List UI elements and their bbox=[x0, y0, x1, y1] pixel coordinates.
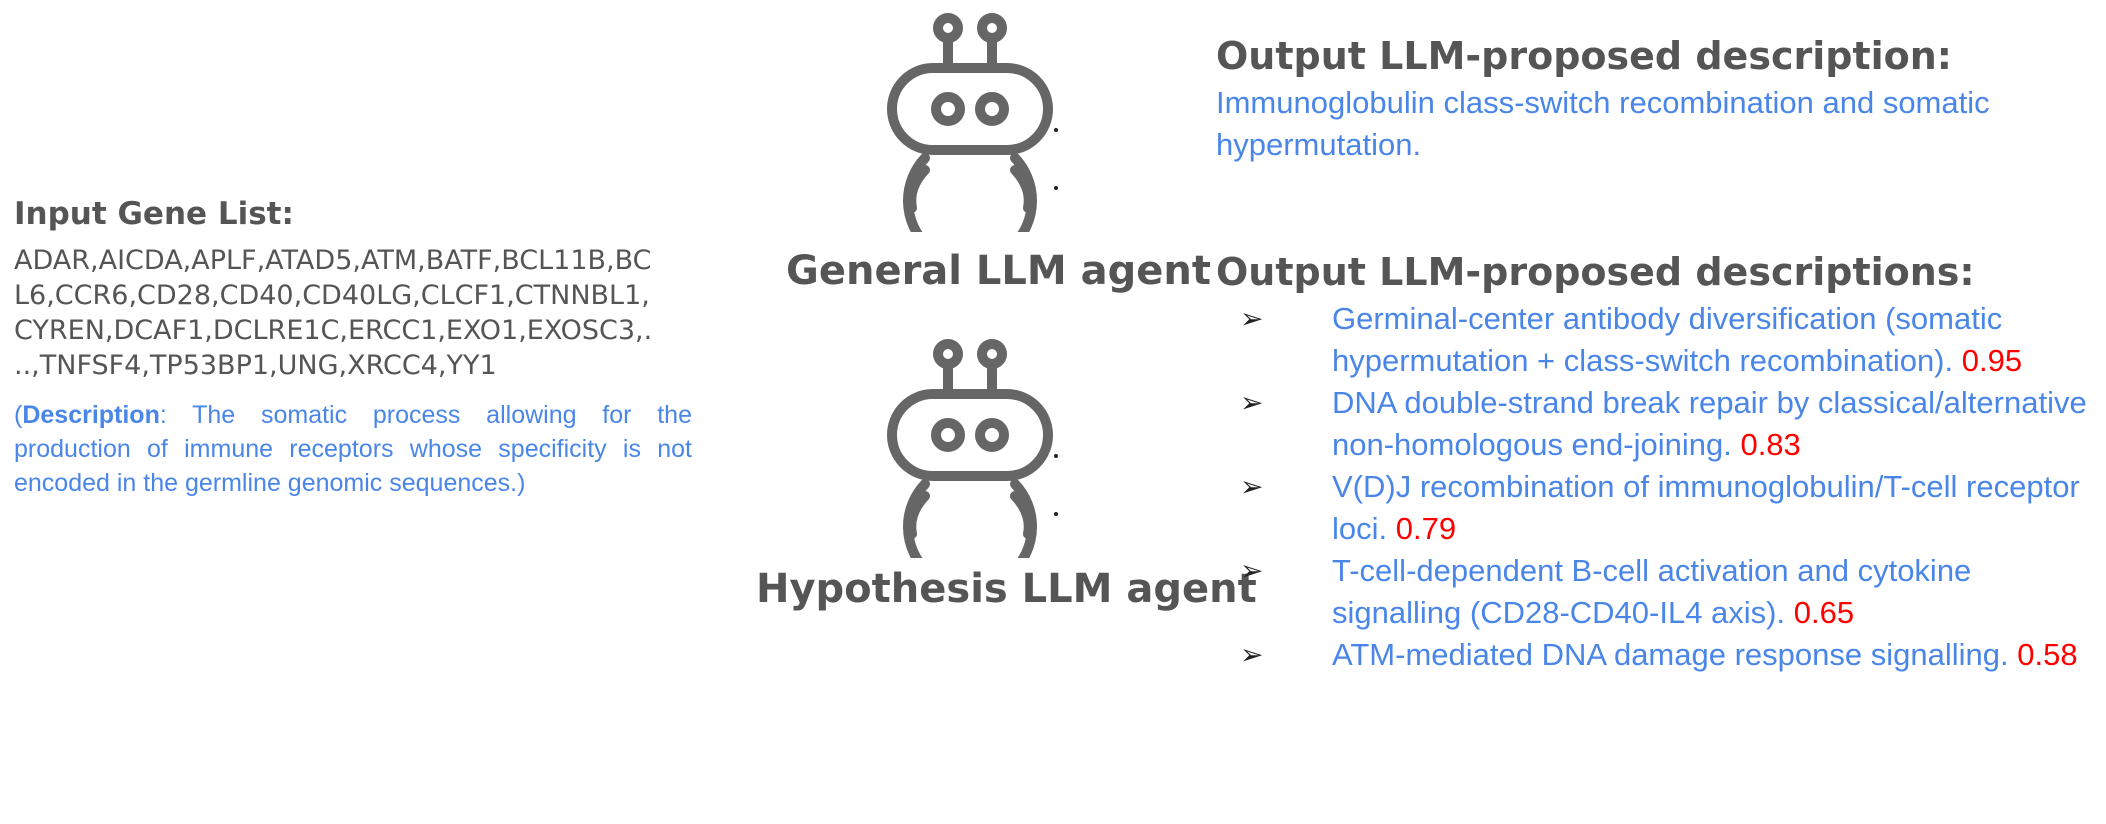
description-text: : The somatic process allowing for the p… bbox=[14, 401, 692, 497]
gene-list: ADAR,AICDA,APLF,ATAD5,ATM,BATF,BCL11B,BC… bbox=[14, 243, 694, 383]
hypothesis-item: ➢ V(D)J recombination of immunoglobulin/… bbox=[1240, 466, 2100, 550]
hypothesis-item-text: V(D)J recombination of immunoglobulin/T-… bbox=[1332, 469, 2080, 546]
hypothesis-output-title: Output LLM-proposed descriptions: bbox=[1216, 250, 1975, 294]
description-label: Description bbox=[22, 401, 160, 429]
hypothesis-item: ➢ ATM-mediated DNA damage response signa… bbox=[1240, 634, 2100, 676]
gene-list-line: CYREN,DCAF1,DCLRE1C,ERCC1,EXO1,EXOSC3,. bbox=[14, 315, 653, 346]
hypothesis-item-score: 0.58 bbox=[2017, 637, 2078, 672]
gene-list-line: ..,TNFSF4,TP53BP1,UNG,XRCC4,YY1 bbox=[14, 350, 497, 381]
hypothesis-item: ➢ DNA double-strand break repair by clas… bbox=[1240, 382, 2100, 466]
arrow-bullet-icon: ➢ bbox=[1240, 554, 1264, 587]
arrow-bullet-icon: ➢ bbox=[1240, 302, 1264, 335]
hypothesis-item-text: Germinal-center antibody diversification… bbox=[1332, 301, 2003, 378]
hypothesis-item: ➢ Germinal-center antibody diversificati… bbox=[1240, 298, 2100, 382]
hypothesis-item: ➢ T-cell-dependent B-cell activation and… bbox=[1240, 550, 2100, 634]
hypothesis-output-list: ➢ Germinal-center antibody diversificati… bbox=[1240, 298, 2100, 676]
hypothesis-item-score: 0.83 bbox=[1740, 427, 1801, 462]
gene-set-description: (Description: The somatic process allowi… bbox=[14, 398, 692, 500]
hypothesis-item-text: ATM-mediated DNA damage response signall… bbox=[1332, 637, 2018, 672]
hypothesis-item-score: 0.65 bbox=[1793, 595, 1855, 630]
hypothesis-item-score: 0.95 bbox=[1961, 343, 2023, 378]
general-agent-label: General LLM agent bbox=[786, 248, 1211, 294]
description-open-paren: ( bbox=[14, 401, 23, 429]
general-output-title: Output LLM-proposed description: bbox=[1216, 34, 1952, 78]
hypothesis-item-score: 0.79 bbox=[1395, 511, 1457, 546]
arrow-bullet-icon: ➢ bbox=[1240, 638, 1264, 671]
input-gene-list-title: Input Gene List: bbox=[14, 196, 294, 232]
general-output-description: Immunoglobulin class-switch recombinatio… bbox=[1216, 85, 1990, 162]
hypothesis-item-text: DNA double-strand break repair by classi… bbox=[1332, 385, 2087, 462]
hypothesis-agent-label: Hypothesis LLM agent bbox=[756, 566, 1257, 612]
arrow-bullet-icon: ➢ bbox=[1240, 386, 1264, 419]
robot-icon bbox=[887, 13, 1058, 232]
robot-icon bbox=[887, 339, 1058, 558]
hypothesis-item-text: T-cell-dependent B-cell activation and c… bbox=[1332, 553, 1972, 630]
gene-list-line: ADAR,AICDA,APLF,ATAD5,ATM,BATF,BCL11B,BC bbox=[14, 245, 652, 276]
gene-list-line: L6,CCR6,CD28,CD40,CD40LG,CLCF1,CTNNBL1, bbox=[14, 280, 650, 311]
arrow-bullet-icon: ➢ bbox=[1240, 470, 1264, 503]
